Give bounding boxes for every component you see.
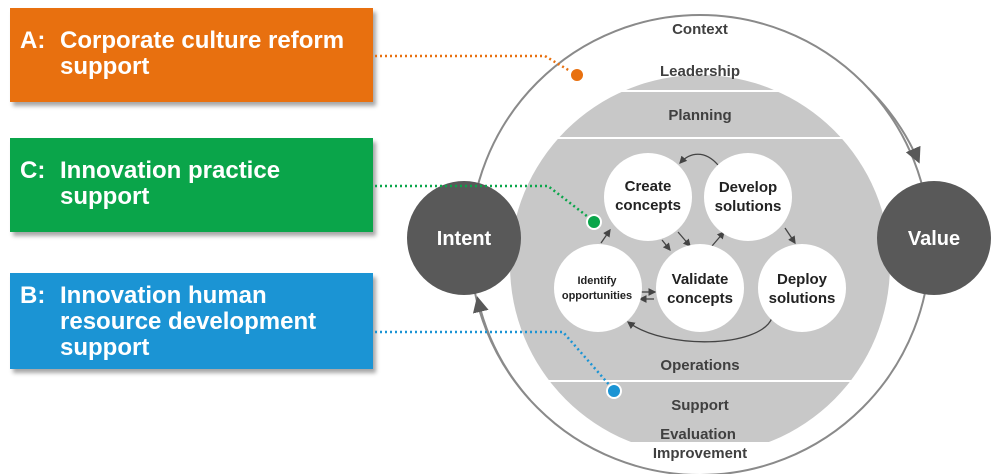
cycle-develop: Develop solutions [704,153,792,241]
deploy-line2: solutions [769,290,836,307]
identify-line2: opportunities [562,290,632,302]
connector-dot-a [569,67,585,83]
callout-corporate-culture: A: Corporate culture reform support [10,8,373,102]
callout-hr-development: B: Innovation human resource development… [10,273,373,369]
cycle-validate: Validate concepts [656,244,744,332]
connector-dot-c [586,214,602,230]
create-line1: Create [625,178,672,195]
connector-c [375,184,593,221]
cycle-deploy: Deploy solutions [758,244,846,332]
intent-node [407,181,521,295]
ring-arrow-bottom [472,296,531,401]
develop-line2: solutions [715,198,782,215]
cycle-arrows [600,153,796,343]
validate-line2: concepts [667,290,733,307]
callout-innovation-practice: C: Innovation practice support [10,138,373,232]
create-line2: concepts [615,197,681,214]
layer-planning-label: Planning [668,107,731,124]
ring-arrow-top [867,87,921,164]
improvement-label: Improvement [653,445,747,462]
connector-a [375,54,576,76]
callout-text: Innovation practice support [60,157,281,210]
cycle-identify: Identify opportunities [554,244,642,332]
develop-line1: Develop [719,179,777,196]
callout-tag: A: [20,27,46,54]
layer-operations-label: Operations [660,357,739,374]
callout-text: Corporate culture reform support [60,27,345,80]
value-label: Value [908,228,960,250]
deploy-line1: Deploy [777,271,828,288]
callout-tag: B: [20,282,46,309]
value-node [877,181,991,295]
validate-line1: Validate [672,271,729,288]
context-label: Context [672,21,728,38]
callout-tag: C: [20,157,46,184]
intent-label: Intent [437,228,492,250]
identify-line1: Identify [577,275,617,287]
connector-dot-b [606,383,622,399]
cycle-create: Create concepts [604,153,692,241]
layer-leadership-label: Leadership [660,63,740,80]
layer-support-label: Support [671,397,729,414]
callout-text: Innovation human resource development su… [60,282,317,361]
evaluation-label: Evaluation [660,426,736,443]
